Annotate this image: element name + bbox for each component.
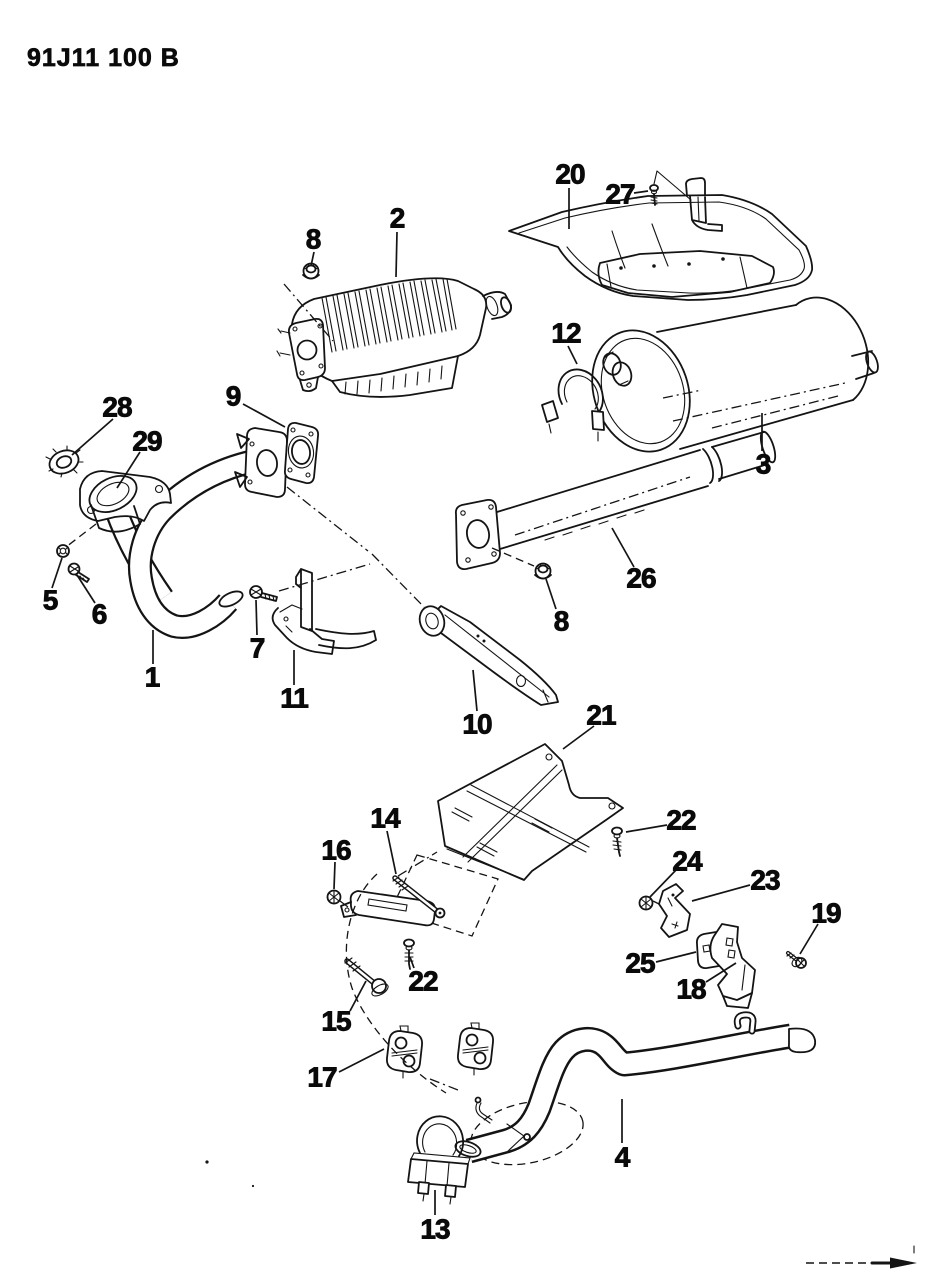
part-5-washer-art xyxy=(56,544,70,558)
part-10-support-strap-art xyxy=(418,605,559,706)
part-19-screw-art xyxy=(786,951,807,969)
part-14-bracket-art xyxy=(339,851,446,927)
part-callout-20: 20 xyxy=(555,159,585,190)
part-callout-13: 13 xyxy=(420,1214,450,1245)
part-callout-16: 16 xyxy=(321,835,351,866)
callout-leader-21 xyxy=(562,725,595,750)
part-15-bolt-art xyxy=(344,957,389,997)
part-27-screw-art xyxy=(649,184,659,206)
part-callout-2: 2 xyxy=(390,203,405,234)
part-callout-5: 5 xyxy=(43,585,58,616)
callout-leader-26 xyxy=(611,527,635,568)
part-callout-24: 24 xyxy=(672,846,703,877)
callout-leader-22 xyxy=(409,956,415,969)
print-registration-mark xyxy=(205,1160,917,1269)
part-24-nut-art xyxy=(638,895,662,911)
drawing-number: 91J11 100 B xyxy=(27,44,180,72)
part-callout-18: 18 xyxy=(676,974,706,1005)
part-callout-23: 23 xyxy=(750,865,780,896)
callout-leader-2 xyxy=(395,231,398,278)
callout-leader-10 xyxy=(472,669,478,712)
callout-leader-15 xyxy=(349,980,367,1012)
part-callout-4: 4 xyxy=(615,1142,631,1173)
part-callout-3: 3 xyxy=(756,449,771,480)
part-20-heat-shield-art xyxy=(508,170,814,301)
part-9-gasket-art xyxy=(283,421,425,608)
part-callout-15: 15 xyxy=(321,1006,351,1037)
part-26-resonator-pipe-art xyxy=(454,430,777,571)
callout-leader-19 xyxy=(799,923,819,955)
part-3-muffler-art xyxy=(591,296,879,453)
part-2-catalytic-converter-art xyxy=(276,277,512,398)
part-callout-25: 25 xyxy=(625,948,655,979)
part-callout-8: 8 xyxy=(306,224,321,255)
part-28-seal-ring-art xyxy=(45,445,84,478)
part-callout-29: 29 xyxy=(132,426,162,457)
callout-leader-8 xyxy=(310,251,315,267)
part-17-hangers-art xyxy=(345,873,584,1166)
callout-leader-24 xyxy=(649,868,678,898)
part-callout-17: 17 xyxy=(307,1062,337,1093)
callout-leader-5 xyxy=(51,557,63,589)
diagram-artwork xyxy=(45,170,917,1269)
part-callout-12: 12 xyxy=(551,318,581,349)
part-23-bracket-art xyxy=(658,883,691,938)
part-22-screw-right-art xyxy=(611,826,623,857)
callout-leader-16 xyxy=(333,861,336,890)
part-21-support-plate-art xyxy=(390,743,624,937)
part-callout-8: 8 xyxy=(554,606,569,637)
callout-leader-7 xyxy=(255,599,258,636)
callout-leader-29 xyxy=(116,451,141,489)
part-callout-26: 26 xyxy=(626,563,656,594)
part-callout-7: 7 xyxy=(250,633,265,664)
part-4-tailpipe-art xyxy=(454,1011,817,1164)
callout-leader-17 xyxy=(338,1048,385,1073)
part-callout-11: 11 xyxy=(280,683,308,714)
callout-leader-12 xyxy=(567,345,578,365)
callout-leader-14 xyxy=(386,830,397,875)
callout-leader-18 xyxy=(705,962,737,983)
part-callout-14: 14 xyxy=(370,803,401,834)
part-13-u-bolt-clamp-art xyxy=(407,1115,471,1205)
part-callout-6: 6 xyxy=(92,599,107,630)
callout-leader-23 xyxy=(691,884,751,902)
part-callout-28: 28 xyxy=(102,392,132,423)
part-11-bracket-art xyxy=(271,568,377,655)
part-7-bolt-art xyxy=(249,563,371,602)
part-callout-21: 21 xyxy=(586,700,616,731)
callout-leader-22 xyxy=(625,824,668,833)
part-callout-19: 19 xyxy=(811,898,841,929)
part-callout-10: 10 xyxy=(462,709,492,740)
part-18-bracket-art xyxy=(709,923,756,1009)
part-8-nut-lower-art xyxy=(534,562,552,580)
callout-leader-25 xyxy=(655,951,697,963)
part-callout-27: 27 xyxy=(605,179,635,210)
part-callout-9: 9 xyxy=(226,381,241,412)
callout-leader-8 xyxy=(545,578,557,610)
callout-leader-27 xyxy=(633,190,649,194)
part-callout-1: 1 xyxy=(145,662,160,693)
callout-leader-28 xyxy=(71,418,114,456)
part-callout-22: 22 xyxy=(666,805,696,836)
part-callout-22: 22 xyxy=(408,966,438,997)
callout-leader-9 xyxy=(242,403,286,428)
part-12-clamp-art xyxy=(541,368,605,442)
part-16-nut-art xyxy=(326,889,342,905)
part-1-front-exhaust-pipe-art xyxy=(65,427,288,639)
callout-leader-6 xyxy=(76,574,96,604)
